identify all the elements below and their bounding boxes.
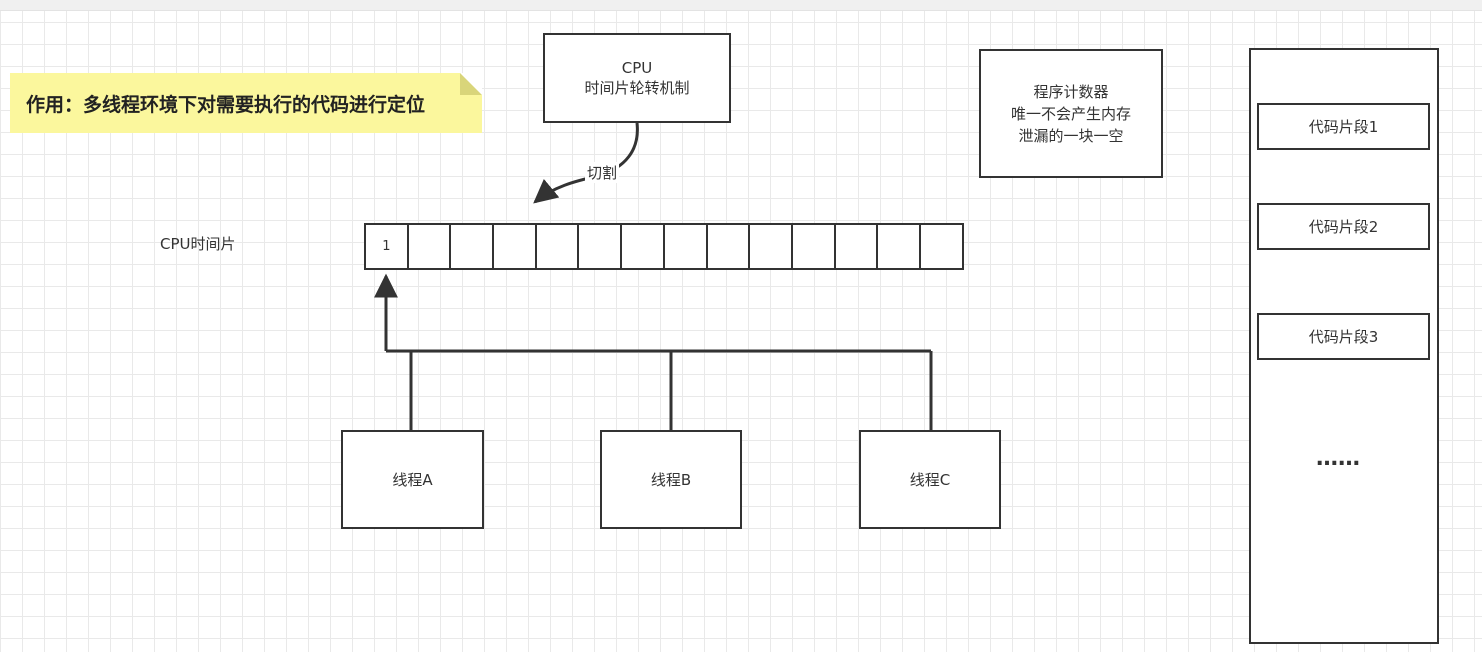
thread-b-box: 线程B [600, 430, 742, 529]
timeslice-cell [577, 223, 623, 270]
ellipsis-label: …… [1316, 446, 1360, 471]
timeslice-cell [662, 223, 708, 270]
cut-label: 切割 [585, 162, 620, 183]
code-segment-1: 代码片段1 [1257, 103, 1430, 150]
timeslice-cell [748, 223, 793, 270]
timeslice-cell [492, 223, 537, 270]
timeslice-cell [449, 223, 495, 270]
code-segment-3: 代码片段3 [1257, 313, 1430, 360]
thread-c-box: 线程C [859, 430, 1001, 529]
timeslice-cell [790, 223, 836, 270]
canvas-top-bar [0, 0, 1482, 11]
timeslice-cell [876, 223, 921, 270]
timeslice-cell [534, 223, 580, 270]
code-segment-2: 代码片段2 [1257, 203, 1430, 250]
timeslice-cell [833, 223, 879, 270]
purpose-note-text: 作用：多线程环境下对需要执行的代码进行定位 [26, 93, 426, 116]
timeslice-cell [705, 223, 751, 270]
thread-a-box: 线程A [341, 430, 484, 529]
program-counter-box: 程序计数器 唯一不会产生内存 泄漏的一块一空 [979, 49, 1163, 178]
timeslice-cell [620, 223, 665, 270]
timeslice-label: CPU时间片 [160, 235, 236, 253]
note-fold-corner [460, 73, 482, 95]
purpose-note: 作用：多线程环境下对需要执行的代码进行定位 [10, 73, 482, 133]
timeslice-cell [918, 223, 964, 270]
cpu-box: CPU 时间片轮转机制 [543, 33, 731, 123]
timeslice-cell: 1 [364, 223, 409, 270]
timeslice-cell [406, 223, 452, 270]
timeslice-strip: 1 [364, 223, 964, 270]
